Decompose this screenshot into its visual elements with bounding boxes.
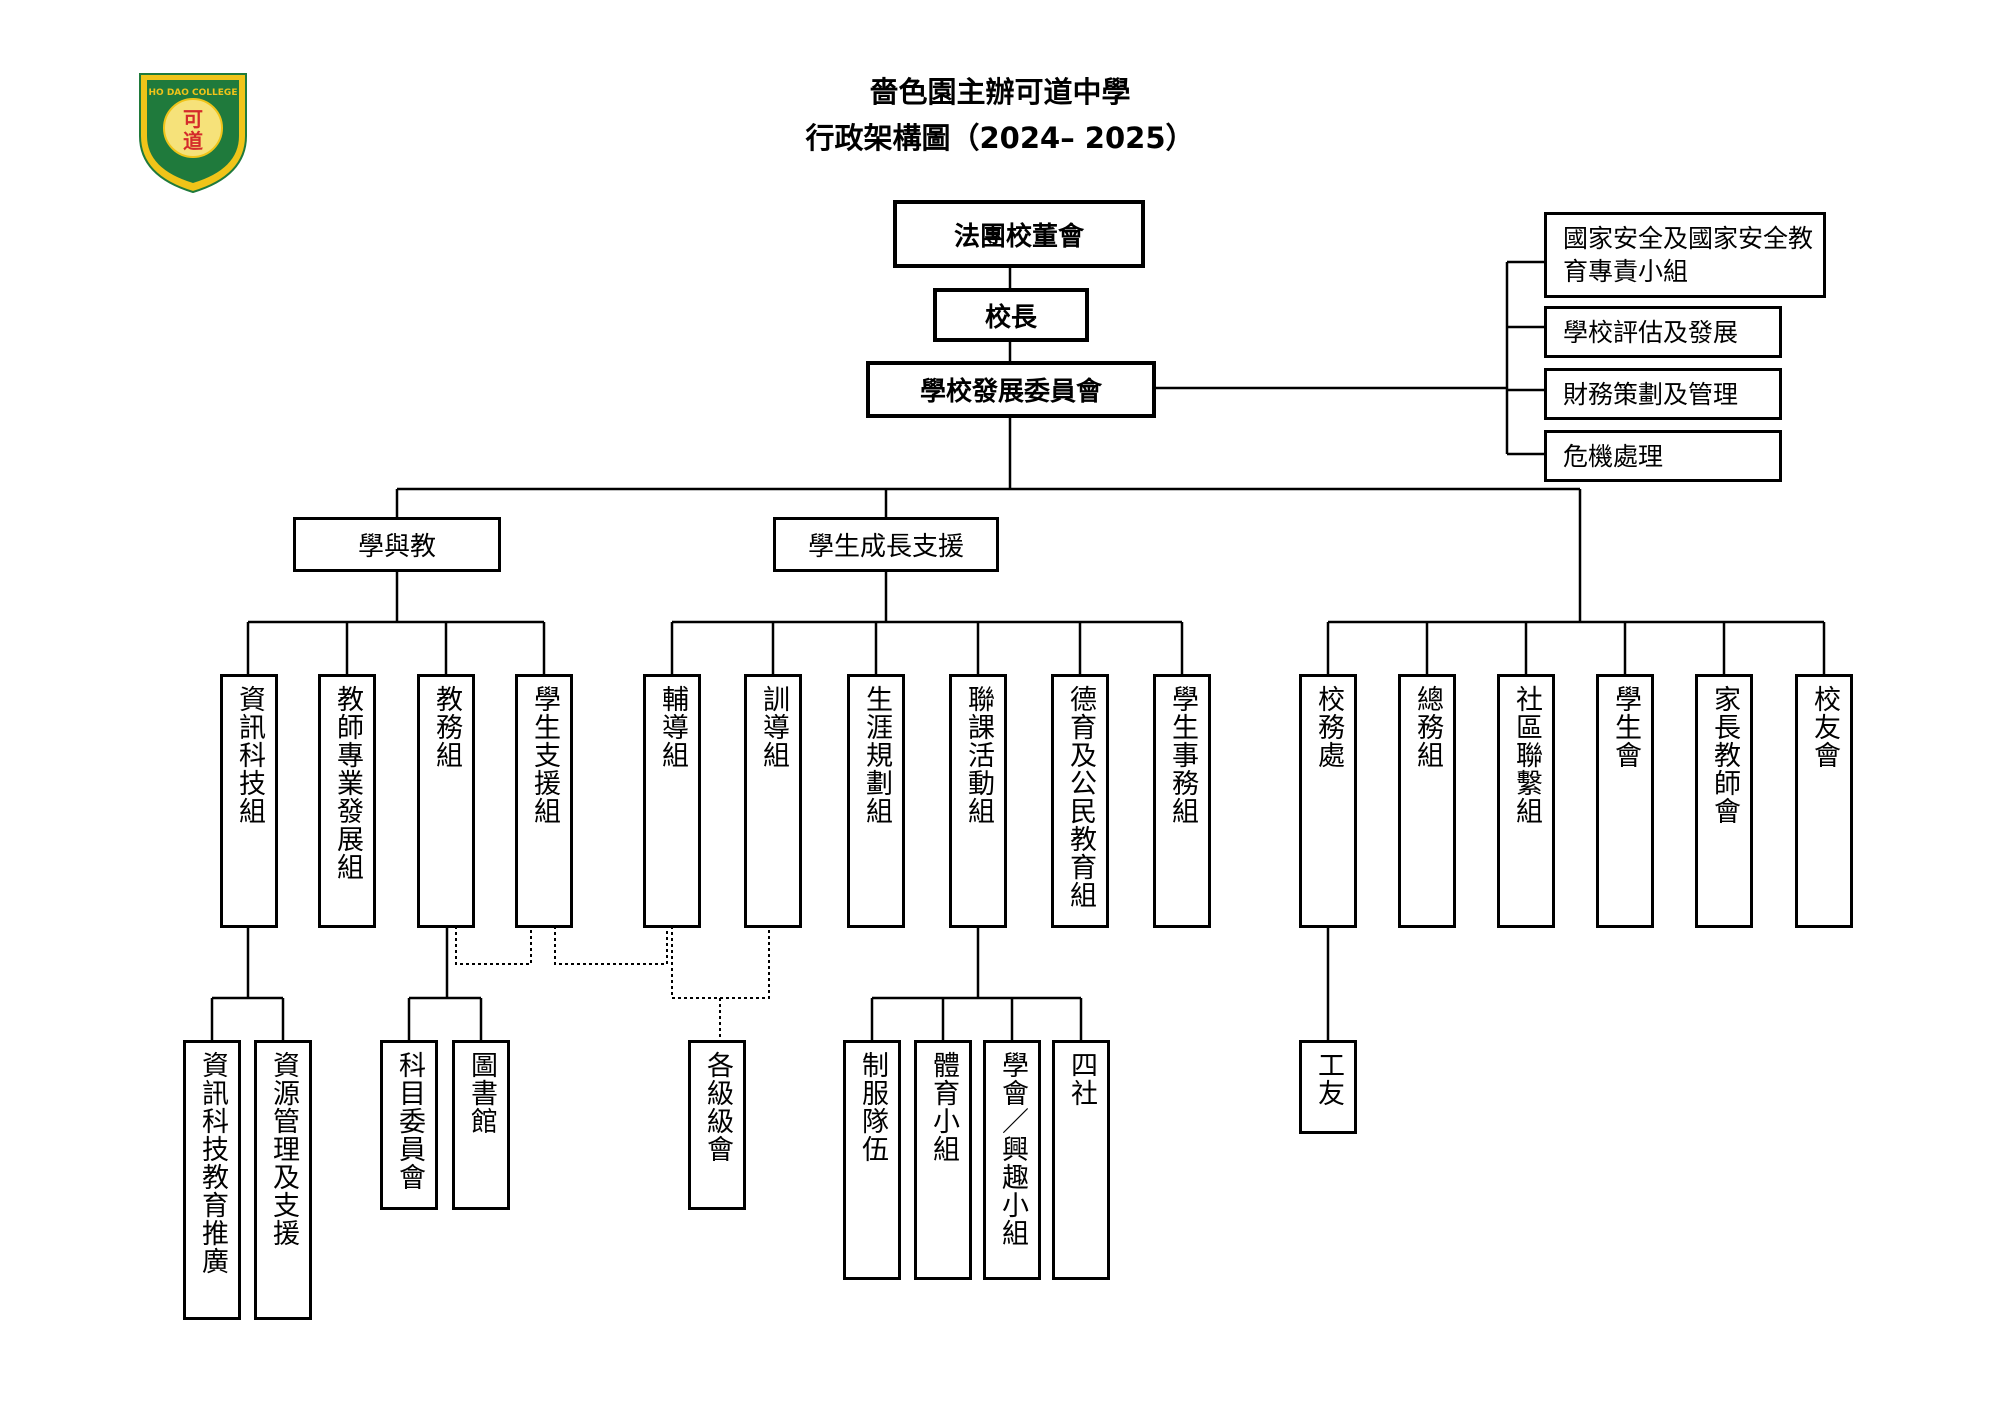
node-student-union: 學生會 — [1596, 674, 1654, 928]
logo-ring-text: HO DAO COLLEGE — [149, 88, 238, 98]
node-four-houses: 四社 — [1052, 1040, 1110, 1280]
node-teacher-development: 教師專業發展組 — [318, 674, 376, 928]
chart-title: 行政架構圖（2024– 2025） — [805, 121, 1195, 155]
school-logo: 可 道 HO DAO COLLEGE — [139, 73, 247, 194]
node-library: 圖書館 — [452, 1040, 510, 1210]
node-subject-committee: 科目委員會 — [380, 1040, 438, 1210]
node-it-education: 資訊科技教育推廣 — [183, 1040, 241, 1320]
node-finance: 財務策劃及管理 — [1544, 368, 1782, 420]
node-general-office: 校務處 — [1299, 674, 1357, 928]
node-national-security: 國家安全及國家安全教育專責小組 — [1544, 212, 1826, 298]
node-clubs: 學會／興趣小組 — [983, 1040, 1041, 1280]
node-academic-affairs: 教務組 — [417, 674, 475, 928]
node-principal: 校長 — [933, 288, 1089, 342]
node-counselling: 輔導組 — [643, 674, 701, 928]
logo-seal-text: 可 — [183, 107, 203, 131]
school-name: 嗇色園主辦可道中學 — [869, 75, 1131, 109]
node-student-support-group: 學生支援組 — [515, 674, 573, 928]
node-development-committee: 學校發展委員會 — [866, 361, 1156, 418]
node-moral-civic: 德育及公民教育組 — [1051, 674, 1109, 928]
node-janitors: 工友 — [1299, 1040, 1357, 1134]
node-career-planning: 生涯規劃組 — [847, 674, 905, 928]
node-resource-management: 資源管理及支援 — [254, 1040, 312, 1320]
node-school-evaluation: 學校評估及發展 — [1544, 306, 1782, 358]
node-student-affairs: 學生事務組 — [1153, 674, 1211, 928]
node-community-liaison: 社區聯繫組 — [1497, 674, 1555, 928]
node-board: 法團校董會 — [893, 200, 1145, 268]
node-learning-teaching: 學與教 — [293, 517, 501, 572]
node-eca: 聯課活動組 — [949, 674, 1007, 928]
node-student-support: 學生成長支援 — [773, 517, 999, 572]
svg-text:道: 道 — [183, 129, 203, 153]
node-discipline: 訓導組 — [744, 674, 802, 928]
node-sports-team: 體育小組 — [914, 1040, 972, 1280]
node-uniform-groups: 制服隊伍 — [843, 1040, 901, 1280]
node-alumni: 校友會 — [1795, 674, 1853, 928]
node-it-group: 資訊科技組 — [220, 674, 278, 928]
node-crisis: 危機處理 — [1544, 430, 1782, 482]
node-grade-councils: 各級級會 — [688, 1040, 746, 1210]
node-general-affairs: 總務組 — [1398, 674, 1456, 928]
node-pta: 家長教師會 — [1695, 674, 1753, 928]
